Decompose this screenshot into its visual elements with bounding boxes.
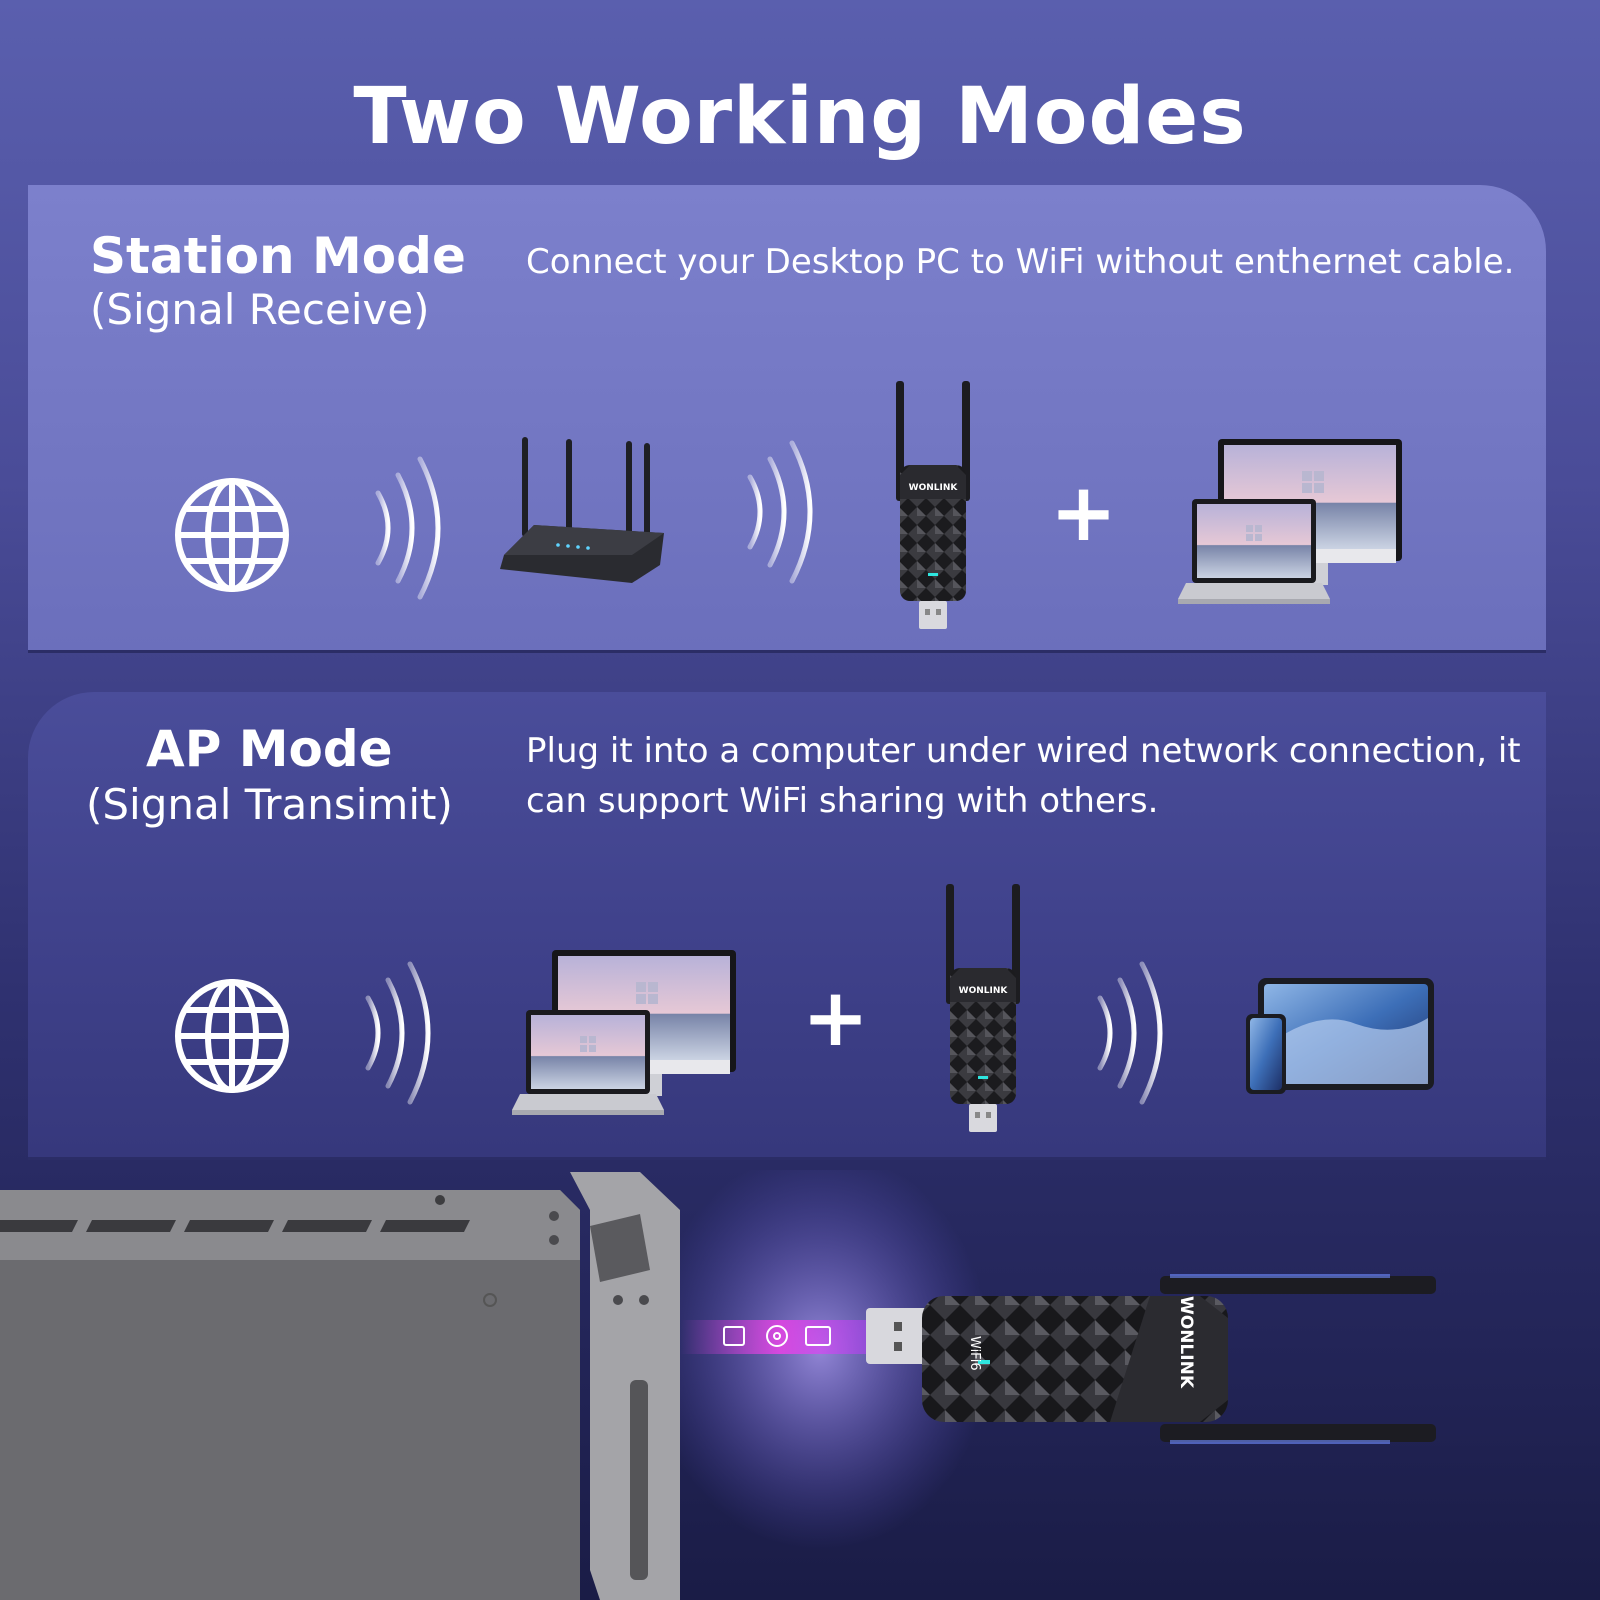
image-icon (723, 1326, 745, 1346)
globe-icon (175, 478, 289, 592)
page-title: Two Working Modes (353, 72, 1247, 162)
wifi6-badge: WiFi6 (967, 1336, 982, 1371)
station-mode-subtitle: (Signal Receive) (90, 285, 430, 334)
video-icon (805, 1326, 831, 1346)
plus-icon: + (1050, 466, 1118, 559)
ap-mode-description: Plug it into a computer under wired netw… (526, 731, 1521, 821)
globe-icon (175, 979, 289, 1093)
station-mode-panel: Station Mode (Signal Receive) Connect yo… (28, 185, 1546, 653)
ap-mode-title: AP Mode (146, 720, 393, 778)
usb-adapter-icon (946, 884, 1020, 1132)
ap-mode-subtitle: (Signal Transimit) (86, 780, 453, 829)
disc-icon (766, 1325, 788, 1347)
wifi-waves-icon (365, 961, 431, 1105)
wifi-waves-icon (375, 456, 441, 600)
ap-mode-panel: AP Mode (Signal Transimit) Plug it into … (28, 692, 1546, 1160)
wifi-waves-icon (747, 440, 813, 584)
station-mode-title: Station Mode (90, 227, 466, 285)
phone-tablet-icon (1246, 978, 1434, 1094)
desktop-laptop-icon (512, 950, 736, 1115)
station-mode-description: Connect your Desktop PC to WiFi without … (526, 242, 1515, 282)
adapter-brand-label: WONLINK (908, 483, 958, 493)
pc-with-adapter-illustration (0, 1170, 1436, 1600)
desktop-laptop-icon (1178, 439, 1402, 604)
adapter-brand-label: WONLINK (958, 986, 1008, 996)
router-icon (500, 437, 664, 583)
wifi-waves-icon (1097, 961, 1163, 1105)
plus-icon: + (802, 971, 870, 1064)
adapter-brand-label: WONLINK (1176, 1296, 1196, 1388)
usb-adapter-icon (896, 381, 970, 629)
